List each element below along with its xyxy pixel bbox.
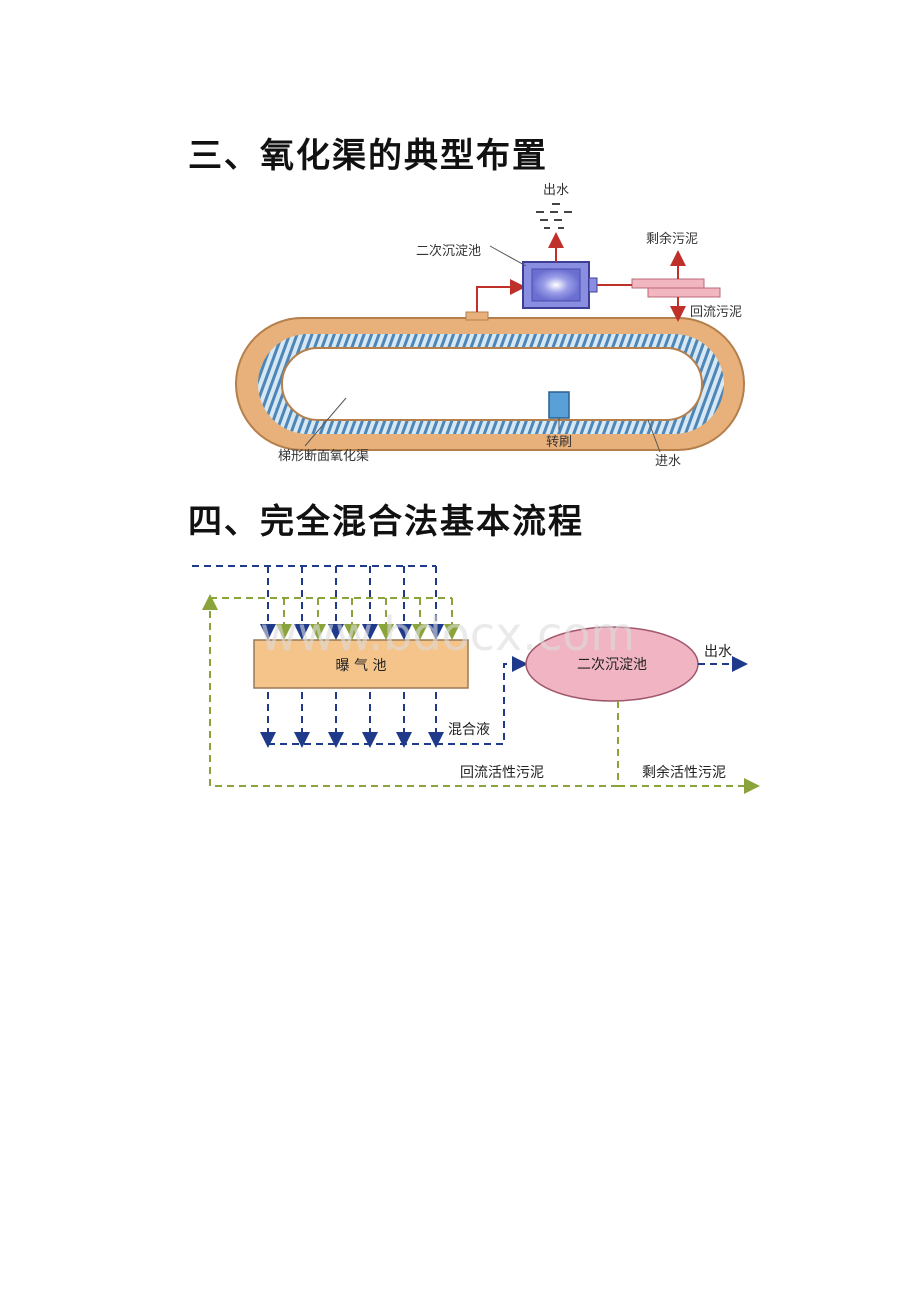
label-return-activated-sludge: 回流活性污泥 bbox=[460, 765, 544, 781]
label-trapezoid-channel: 梯形断面氧化渠 bbox=[278, 449, 369, 464]
label-excess-sludge: 剩余污泥 bbox=[646, 231, 698, 247]
rotor-brush bbox=[548, 391, 570, 419]
label-effluent-2: 出水 bbox=[704, 644, 732, 660]
label-rotor-brush: 转刷 bbox=[546, 435, 572, 450]
label-aeration-tank: 曝 气 池 bbox=[336, 658, 387, 674]
green-return-arrows bbox=[276, 598, 460, 640]
section-4-heading: 四、完全混合法基本流程 bbox=[188, 502, 584, 542]
section-3-heading: 三、氧化渠的典型布置 bbox=[188, 136, 548, 176]
complete-mixing-diagram: www.bdocx.com 曝 气 池 二次沉淀池 出水 混合液 回流活性污泥 … bbox=[192, 565, 760, 794]
label-mixed-liquor: 混合液 bbox=[448, 722, 490, 738]
label-influent: 进水 bbox=[655, 454, 681, 469]
oxidation-ditch-diagram: 出水 二次沉淀池 剩余污泥 回流污泥 梯形断面氧化渠 转刷 进水 bbox=[235, 183, 745, 469]
ditch-inner-island bbox=[281, 347, 703, 421]
label-secondary-clarifier-1: 二次沉淀池 bbox=[416, 243, 481, 259]
sludge-bar-lower bbox=[647, 287, 721, 298]
label-excess-activated-sludge: 剩余活性污泥 bbox=[642, 764, 726, 781]
aeration-tank bbox=[253, 639, 469, 689]
outlet-weir bbox=[465, 311, 489, 321]
sludge-bar-upper bbox=[631, 278, 705, 289]
blue-outflow-arrows bbox=[260, 692, 444, 748]
effluent-spray-icon bbox=[536, 203, 572, 229]
label-effluent-1: 出水 bbox=[543, 183, 569, 198]
label-return-sludge: 回流污泥 bbox=[690, 305, 742, 320]
watermark-text: www.bdocx.com bbox=[260, 607, 635, 661]
label-secondary-clarifier-2: 二次沉淀池 bbox=[577, 657, 647, 673]
